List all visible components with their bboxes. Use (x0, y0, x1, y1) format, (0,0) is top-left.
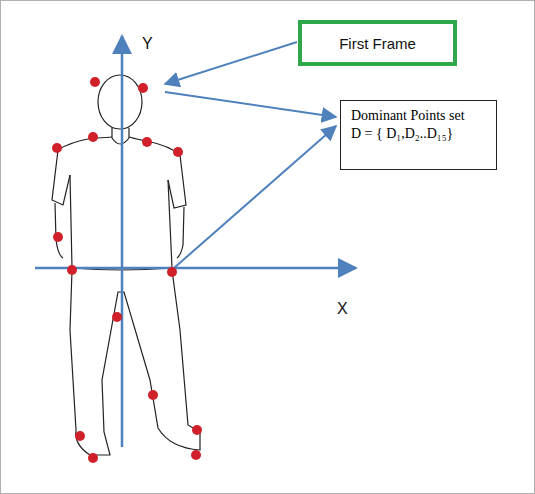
axis-label: Y (142, 35, 153, 53)
definition-box: Dominant Points setD = { D₁,D₂..D₁₅} (340, 100, 497, 170)
title-box: First Frame (298, 20, 457, 66)
coordinate-axes (35, 36, 356, 447)
leader-arrows (165, 42, 336, 268)
axis-label: X (337, 300, 348, 318)
dominant-point-dots (52, 77, 202, 463)
box-heading: Dominant Points set (351, 107, 486, 125)
box-heading: First Frame (339, 35, 416, 52)
box-formula: D = { D₁,D₂..D₁₅} (351, 125, 486, 143)
